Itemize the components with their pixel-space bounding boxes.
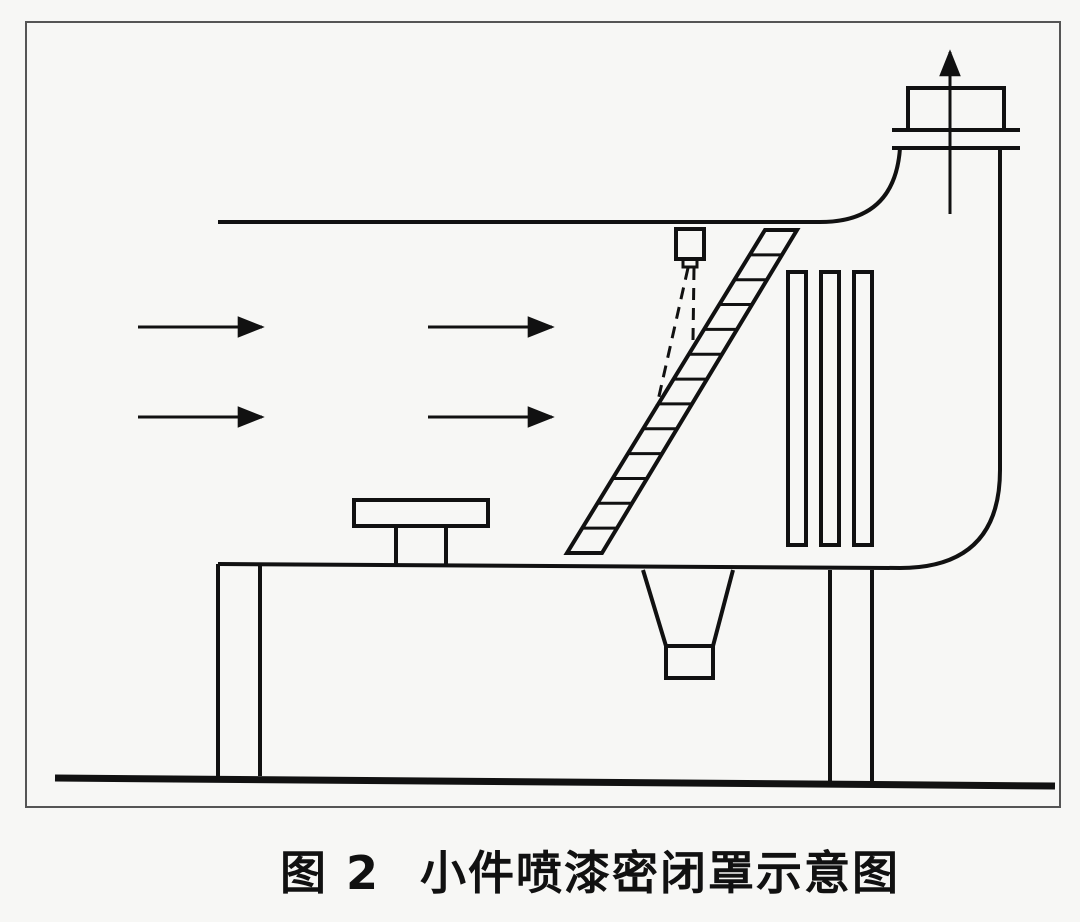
airflow-arrows bbox=[138, 316, 555, 428]
spray-nozzle bbox=[681, 257, 699, 269]
ladder-rails bbox=[563, 228, 801, 555]
figure-frame bbox=[25, 21, 1061, 808]
filter-plate bbox=[786, 270, 808, 547]
drain-hopper bbox=[641, 569, 735, 648]
right-leg bbox=[828, 570, 874, 782]
booth-floor bbox=[217, 562, 901, 570]
exhaust-fan-box bbox=[906, 86, 1006, 132]
workpiece-stand bbox=[394, 526, 448, 565]
filter-plate bbox=[819, 270, 841, 547]
spray-gun bbox=[674, 227, 706, 261]
ground-line bbox=[54, 774, 1056, 790]
booth-ceiling bbox=[218, 147, 902, 224]
figure-title: 小件喷漆密闭罩示意图 bbox=[420, 846, 901, 900]
left-leg bbox=[216, 564, 262, 776]
filter-plates bbox=[786, 270, 874, 547]
workpiece-platform bbox=[352, 498, 490, 528]
spray-booth-diagram bbox=[25, 21, 1061, 808]
booth-back-wall bbox=[899, 148, 1002, 570]
spray-cone bbox=[655, 267, 696, 406]
filter-plate bbox=[852, 270, 874, 547]
figure-number: 图 2 bbox=[280, 846, 381, 900]
inclined-ladder bbox=[563, 228, 801, 555]
drain-outlet bbox=[664, 644, 715, 680]
figure-caption: 图 2 小件喷漆密闭罩示意图 bbox=[280, 838, 1000, 908]
